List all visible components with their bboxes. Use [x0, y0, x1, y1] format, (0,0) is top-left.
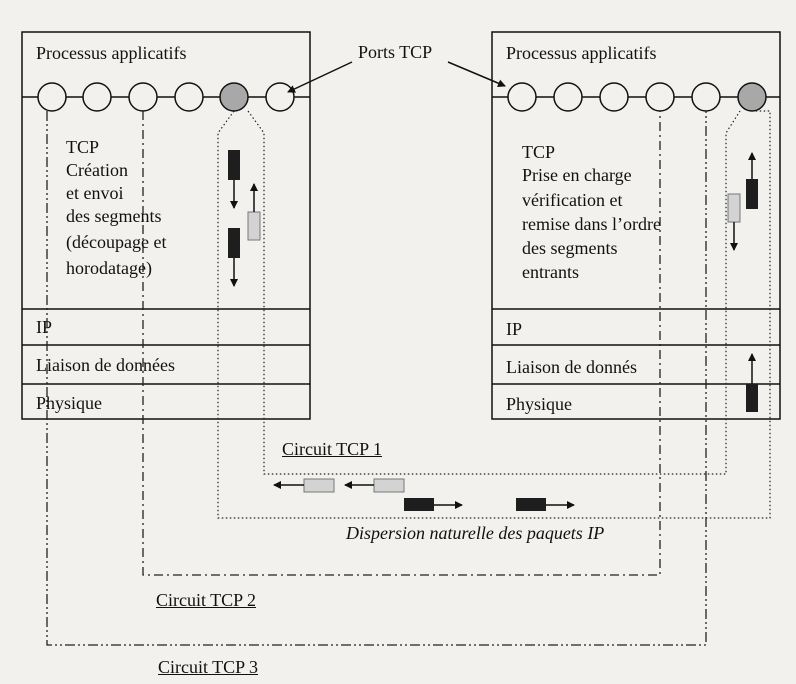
- right-tcp-line: des segments: [522, 238, 618, 258]
- right-tcp-line: vérification et: [522, 190, 623, 210]
- right-port-active: [737, 82, 767, 112]
- left-tcp-line: (découpage et: [66, 232, 167, 252]
- circuit-1-outer: [217, 110, 771, 519]
- left-tcp-line: des segments: [66, 206, 162, 226]
- ack-packet: [727, 193, 741, 223]
- data-packet: [746, 179, 758, 209]
- left-tcp-line: et envoi: [66, 183, 124, 203]
- right-tcp-line: Prise en charge: [522, 165, 632, 185]
- right-ports: [507, 82, 767, 112]
- left-ports: [37, 82, 295, 112]
- circuit-2: [142, 111, 661, 576]
- right-tcp-line: entrants: [522, 262, 579, 282]
- right-port-2: [553, 82, 583, 112]
- dispersion-label: Dispersion naturelle des paquets IP: [346, 523, 605, 543]
- left-physical-label: Physique: [36, 393, 103, 413]
- right-port-1: [507, 82, 537, 112]
- left-port-3: [128, 82, 158, 112]
- right-tcp-title: TCP: [522, 142, 556, 162]
- ack-packet: [373, 478, 405, 493]
- right-link-label: Liaison de donnés: [506, 357, 637, 377]
- left-tcp-line: Création: [66, 160, 128, 180]
- right-segment-packets: [727, 152, 758, 251]
- right-physical-label: Physique: [506, 394, 573, 414]
- circuit-3-label: Circuit TCP 3: [158, 657, 259, 677]
- ack-packet: [303, 478, 335, 493]
- left-port-4: [174, 82, 204, 112]
- right-ip-label: IP: [506, 319, 523, 339]
- left-tcp-title: TCP: [66, 137, 100, 157]
- right-port-3: [599, 82, 629, 112]
- left-link-label: Liaison de données: [36, 355, 175, 375]
- left-application-label: Processus applicatifs: [36, 43, 187, 63]
- right-tcp-line: remise dans l’ordre: [522, 214, 661, 234]
- left-ip-label: IP: [36, 317, 53, 337]
- circuit-2-label: Circuit TCP 2: [156, 590, 257, 610]
- left-port-1: [37, 82, 67, 112]
- right-application-label: Processus applicatifs: [506, 43, 657, 63]
- data-packet: [228, 150, 240, 180]
- data-packet: [404, 498, 434, 511]
- ack-packet: [247, 211, 261, 241]
- ports-arrow-left: [287, 61, 353, 93]
- data-packet: [746, 384, 758, 412]
- left-tcp-line: horodatage): [66, 258, 152, 278]
- circuit-1-label: Circuit TCP 1: [282, 439, 383, 459]
- data-packet: [228, 228, 240, 258]
- ports-arrow-right: [447, 61, 506, 87]
- left-host-box: [21, 31, 311, 420]
- right-port-4: [645, 82, 675, 112]
- right-host-box: [491, 31, 781, 420]
- circuit-3: [46, 111, 707, 646]
- right-physical-packet: [746, 353, 758, 412]
- left-port-active: [219, 82, 249, 112]
- left-port-6: [265, 82, 295, 112]
- left-segment-packets: [228, 150, 261, 287]
- network-packets: [273, 478, 575, 511]
- ports-tcp-label: Ports TCP: [358, 42, 433, 62]
- right-port-5: [691, 82, 721, 112]
- left-port-2: [82, 82, 112, 112]
- data-packet: [516, 498, 546, 511]
